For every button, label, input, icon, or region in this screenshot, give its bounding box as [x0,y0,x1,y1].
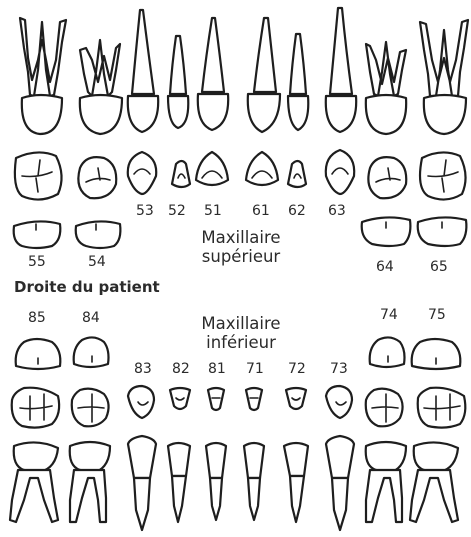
upper-tooth-64-side [366,42,406,134]
lower-jaw-title-line1: Maxillaire [186,314,296,333]
upper-tooth-61-side [248,18,280,132]
upper-tooth-52-side [168,36,188,128]
lower-jaw-title-line2: inférieur [186,333,296,352]
upper-tooth-63-occlusal [326,150,354,194]
tooth-number-71: 71 [246,362,264,376]
upper-jaw-title-line2: supérieur [186,247,296,266]
tooth-number-54: 54 [88,255,106,269]
upper-tooth-62-occlusal [288,161,306,187]
lower-tooth-71-side [244,443,264,520]
upper-jaw-title: Maxillaire supérieur [186,228,296,266]
tooth-number-61: 61 [252,204,270,218]
lower-tooth-81-occlusal [208,388,224,410]
upper-tooth-53-side [128,10,158,132]
lower-tooth-75-outline [412,339,461,369]
lower-tooth-74-outline [370,337,405,367]
upper-tooth-65-outline [418,217,467,246]
tooth-number-52: 52 [168,204,186,218]
patient-side-label: Droite du patient [14,280,160,295]
lower-tooth-85-outline [16,339,61,369]
tooth-number-75: 75 [428,308,446,322]
upper-tooth-52-occlusal [172,161,190,187]
lower-tooth-83-side [128,436,156,530]
lower-tooth-85-side [10,442,58,522]
tooth-number-83: 83 [134,362,152,376]
tooth-number-81: 81 [208,362,226,376]
tooth-number-63: 63 [328,204,346,218]
tooth-number-72: 72 [288,362,306,376]
lower-tooth-73-occlusal [326,386,352,418]
lower-tooth-84-outline [74,337,109,367]
lower-tooth-83-occlusal [128,386,154,418]
upper-tooth-61-occlusal [246,152,278,185]
upper-tooth-54-side [80,40,122,134]
upper-tooth-65-side [420,20,468,134]
lower-tooth-74-occlusal [366,389,403,427]
lower-tooth-75-occlusal [418,388,466,428]
lower-tooth-81-side [206,443,226,520]
lower-tooth-84-side [70,442,110,522]
lower-tooth-85-occlusal [12,388,59,428]
lower-jaw-title: Maxillaire inférieur [186,314,296,352]
tooth-number-51: 51 [204,204,222,218]
tooth-number-84: 84 [82,311,100,325]
upper-tooth-51-side [198,18,228,130]
tooth-number-64: 64 [376,260,394,274]
upper-tooth-65-occlusal [420,152,466,199]
tooth-number-53: 53 [136,204,154,218]
upper-tooth-54-occlusal [78,157,116,198]
tooth-number-73: 73 [330,362,348,376]
tooth-number-82: 82 [172,362,190,376]
lower-tooth-84-occlusal [72,389,109,427]
lower-tooth-73-side [326,436,354,530]
lower-tooth-75-side [410,442,458,522]
tooth-number-55: 55 [28,255,46,269]
upper-tooth-51-occlusal [196,152,228,185]
upper-tooth-64-outline [362,217,411,246]
upper-tooth-63-side [326,8,356,132]
upper-tooth-54-outline [76,221,121,248]
upper-tooth-53-occlusal [128,152,156,194]
lower-tooth-72-side [284,443,308,522]
upper-tooth-55-side [20,18,66,134]
upper-tooth-62-side [288,34,308,130]
lower-tooth-74-side [366,442,406,522]
lower-tooth-71-occlusal [246,388,262,410]
lower-tooth-82-side [168,443,190,522]
tooth-number-65: 65 [430,260,448,274]
tooth-number-85: 85 [28,311,46,325]
upper-tooth-55-occlusal [15,152,62,199]
upper-jaw-title-line1: Maxillaire [186,228,296,247]
tooth-number-62: 62 [288,204,306,218]
tooth-number-74: 74 [380,308,398,322]
lower-tooth-72-occlusal [286,388,306,409]
upper-tooth-55-outline [14,221,61,248]
upper-tooth-64-occlusal [368,157,406,198]
lower-tooth-82-occlusal [170,388,190,409]
